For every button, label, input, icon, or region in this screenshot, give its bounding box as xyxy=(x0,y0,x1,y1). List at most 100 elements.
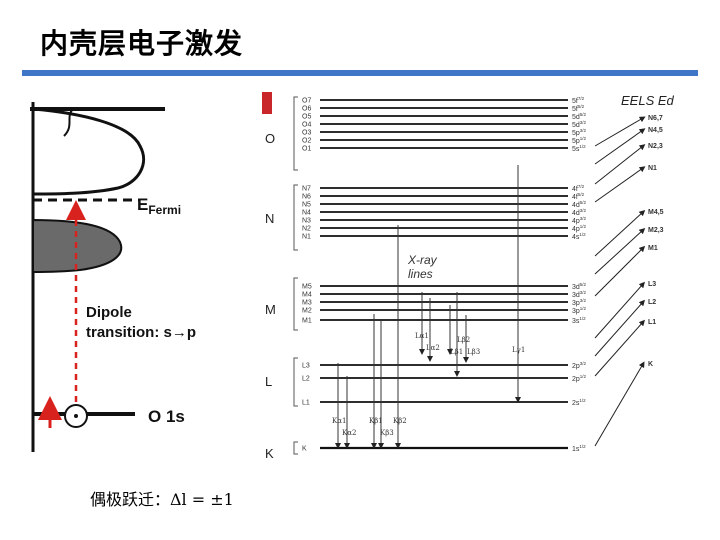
level-label-O7: O7 xyxy=(302,98,311,105)
orbital-label-N5: 4d5/2 xyxy=(572,200,587,209)
edge-arrow-1 xyxy=(594,128,646,165)
level-label-O4: O4 xyxy=(302,122,311,129)
fermi-label: EFermi xyxy=(137,195,181,217)
core-level-label: O 1s xyxy=(148,407,185,426)
edge-arrow-2 xyxy=(594,144,646,185)
xray-label-1: X-ray xyxy=(407,253,438,267)
bracket-L xyxy=(293,357,298,407)
level-label-L1: L1 xyxy=(302,400,310,407)
orbital-label-N1: 4s1/2 xyxy=(572,232,586,241)
edge-label-10: K xyxy=(648,361,653,368)
level-label-N5: N5 xyxy=(302,202,311,209)
title-divider xyxy=(22,70,698,76)
eels-header: EELS Ed xyxy=(621,93,675,108)
orbital-label-O4: 5d3/2 xyxy=(572,120,587,129)
orbital-label-O5: 5d5/2 xyxy=(572,112,587,121)
edge-label-6: M1 xyxy=(648,245,658,252)
orbital-label-L2: 2p1/2 xyxy=(572,374,587,383)
bracket-O xyxy=(293,96,298,171)
xray-label-2: lines xyxy=(408,267,433,281)
level-label-N1: N1 xyxy=(302,234,311,241)
edge-label-9: L1 xyxy=(648,319,656,326)
level-label-M1: M1 xyxy=(302,318,312,325)
orbital-label-M2: 3p1/2 xyxy=(572,306,587,315)
orbital-label-M3: 3p3/2 xyxy=(572,298,587,307)
orbital-label-K: 1s1/2 xyxy=(572,444,586,453)
orbital-label-L1: 2s1/2 xyxy=(572,398,586,407)
edge-arrow-4 xyxy=(594,209,646,257)
level-label-M5: M5 xyxy=(302,284,312,291)
orbital-label-O3: 5p3/2 xyxy=(572,128,587,137)
page-title: 内壳层电子激发 xyxy=(40,27,244,60)
xray-Lb2-label: Lβ2 xyxy=(457,336,470,344)
xray-Ka2-label: Kα2 xyxy=(342,429,356,437)
bracket-K xyxy=(293,441,298,455)
shell-M: M xyxy=(265,302,276,317)
edge-label-4: M4,5 xyxy=(648,209,664,216)
level-label-O6: O6 xyxy=(302,106,311,113)
xray-Kb3-label: Kβ3 xyxy=(380,429,394,437)
level-label-O3: O3 xyxy=(302,130,311,137)
edge-label-0: N6,7 xyxy=(648,115,663,122)
orbital-label-N4: 4d3/2 xyxy=(572,208,587,217)
level-label-L2: L2 xyxy=(302,376,310,383)
edge-label-3: N1 xyxy=(648,165,657,172)
xray-La1-label: Lα1 xyxy=(415,332,429,340)
level-label-O2: O2 xyxy=(302,138,311,145)
level-label-K: K xyxy=(302,446,307,453)
dipole-label-line2: transition: s→p xyxy=(86,324,196,341)
band-wiggle xyxy=(63,109,73,137)
orbital-label-L3: 2p3/2 xyxy=(572,361,587,370)
dipole-transition-diagram: EFermi Dipole transition: s→p O 1s xyxy=(30,102,196,452)
edge-label-7: L3 xyxy=(648,281,656,288)
xray-Kb2-label: Kβ2 xyxy=(393,417,407,425)
level-label-O5: O5 xyxy=(302,114,311,121)
core-hole-dot xyxy=(74,414,78,418)
level-label-M4: M4 xyxy=(302,292,312,299)
edge-label-8: L2 xyxy=(648,299,656,306)
edge-arrow-7 xyxy=(594,281,645,339)
xray-Kb1-label: Kβ1 xyxy=(369,417,383,425)
shell-N: N xyxy=(265,211,274,226)
level-label-M3: M3 xyxy=(302,300,312,307)
orbital-label-O1: 5s1/2 xyxy=(572,144,586,153)
level-label-N2: N2 xyxy=(302,226,311,233)
edge-arrow-0 xyxy=(594,116,646,147)
dipole-rule-caption: 偶极跃迁：Δl = ±1 xyxy=(90,490,234,509)
edge-arrow-10 xyxy=(594,361,645,447)
dipole-label-line1: Dipole xyxy=(86,304,132,321)
xray-La2-label: Lα2 xyxy=(426,344,440,352)
orbital-label-M5: 3d5/2 xyxy=(572,282,587,291)
orbital-label-O2: 5p1/2 xyxy=(572,136,587,145)
edge-label-1: N4,5 xyxy=(648,127,663,134)
edge-label-5: M2,3 xyxy=(648,227,664,234)
shell-K: K xyxy=(265,446,274,461)
orbital-label-O7: 5f7/2 xyxy=(572,96,585,105)
edge-arrow-8 xyxy=(594,299,645,357)
orbital-label-M1: 3s1/2 xyxy=(572,316,586,325)
bracket-M xyxy=(293,277,298,331)
level-label-M2: M2 xyxy=(302,308,312,315)
edge-arrow-5 xyxy=(594,227,646,275)
level-label-L3: L3 xyxy=(302,363,310,370)
level-label-N7: N7 xyxy=(302,186,311,193)
edge-arrow-6 xyxy=(594,245,646,297)
bracket-N xyxy=(293,184,298,251)
energy-level-diagram: EELS Ed O N M L K O7 5f7/2O6 5f5/2O5 5d5/2O… xyxy=(262,92,675,461)
orbital-label-N6: 4f5/2 xyxy=(572,192,585,201)
xray-Lb3-label: Lβ3 xyxy=(467,348,480,356)
edge-arrow-3 xyxy=(594,166,646,203)
orbital-label-N3: 4p3/2 xyxy=(572,216,587,225)
shell-O: O xyxy=(265,131,275,146)
xray-Lg1-label: Lγ1 xyxy=(512,346,525,354)
orbital-label-O6: 5f5/2 xyxy=(572,104,585,113)
level-label-N4: N4 xyxy=(302,210,311,217)
edge-arrow-9 xyxy=(594,319,645,377)
shell-L: L xyxy=(265,374,272,389)
orbital-label-N7: 4f7/2 xyxy=(572,184,585,193)
level-label-N6: N6 xyxy=(302,194,311,201)
level-label-O1: O1 xyxy=(302,146,311,153)
level-label-N3: N3 xyxy=(302,218,311,225)
edge-label-2: N2,3 xyxy=(648,143,663,150)
corner-mark xyxy=(262,92,272,114)
